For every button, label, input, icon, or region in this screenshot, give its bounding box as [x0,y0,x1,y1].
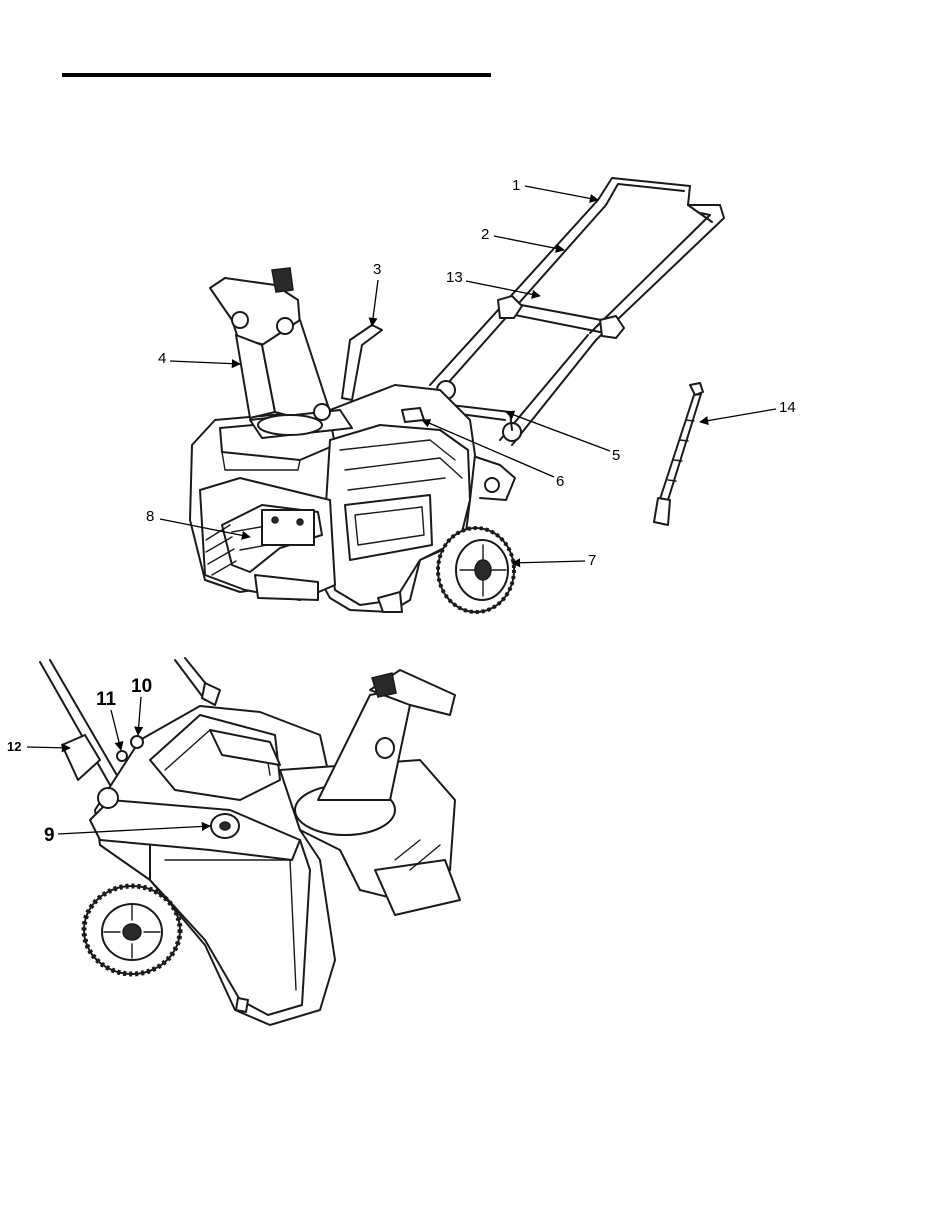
callout-12: 12 [7,739,21,754]
callout-6: 6 [556,473,564,490]
chute-control [402,408,424,422]
callout-4: 4 [158,350,166,367]
callout-10: 10 [131,676,152,697]
snow-thrower-front-view [40,658,460,1025]
callout-3: 3 [373,261,381,278]
callout-2: 2 [481,226,489,243]
chute-deflector-handle [342,325,382,400]
callout-14: 14 [779,399,796,416]
callout-5: 5 [612,447,620,464]
callout-11: 11 [96,689,117,710]
callout-8: 8 [146,508,154,525]
wheel [438,528,514,612]
callout-7: 7 [588,552,596,569]
callout-9: 9 [44,825,55,846]
discharge-chute [210,268,352,438]
callout-1: 1 [512,177,520,194]
auger-tool [654,383,703,525]
snow-thrower-side-view [190,178,724,612]
handle-assembly [430,178,724,445]
callout-13: 13 [446,269,463,286]
